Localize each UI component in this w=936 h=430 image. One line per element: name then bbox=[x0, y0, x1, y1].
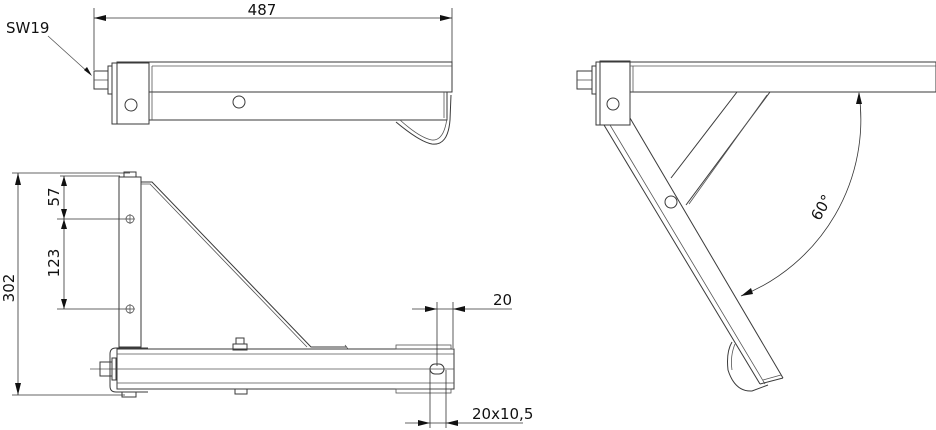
side-view: 302 57 123 bbox=[0, 171, 533, 428]
dim-wrench-sw19: SW19 bbox=[6, 19, 49, 37]
top-view: 487 SW19 bbox=[6, 1, 453, 145]
folded-view: 60° bbox=[576, 60, 936, 392]
dim-hole-spacing-123: 123 bbox=[45, 249, 63, 278]
dim-width-487: 487 bbox=[248, 1, 277, 19]
dim-slot-offset-20: 20 bbox=[493, 291, 512, 309]
dim-height-302: 302 bbox=[0, 274, 18, 303]
dim-hole-offset-57: 57 bbox=[45, 187, 63, 206]
dim-angle-60: 60° bbox=[807, 191, 836, 223]
dim-slot-size-20x10-5: 20x10,5 bbox=[472, 405, 533, 423]
